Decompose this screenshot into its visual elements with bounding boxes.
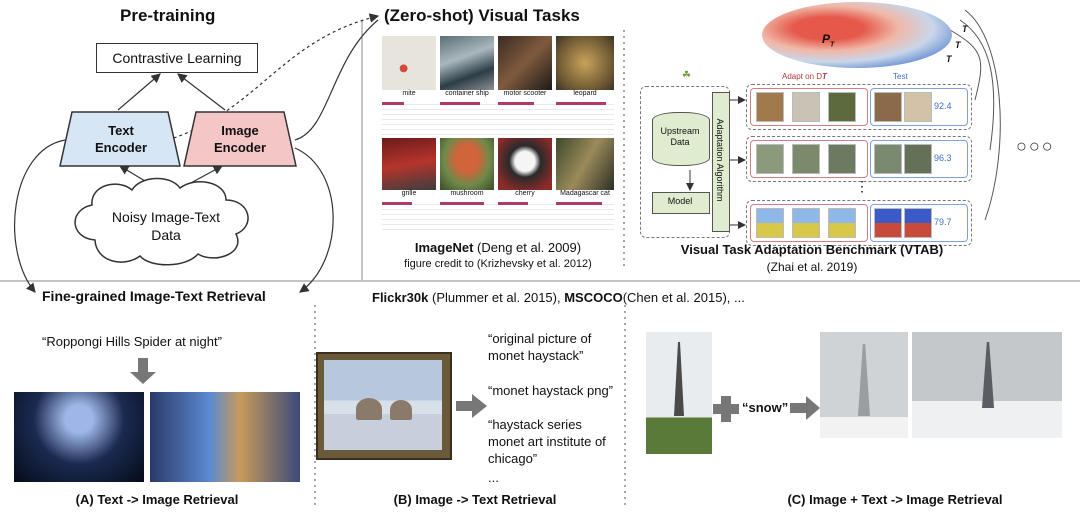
c-query-image: [646, 332, 712, 454]
more-tasks-dots: ○○○: [1016, 136, 1055, 156]
imagenet-label-7: Madagascar cat: [560, 190, 610, 197]
vtab-thumb-pet-1: [756, 92, 784, 122]
pretraining-title: Pre-training: [120, 6, 216, 25]
c-result-image-2: [912, 332, 1062, 438]
vtab-thumb-3d-3: [828, 208, 856, 238]
a-caption: (A) Text -> Image Retrieval: [75, 492, 239, 507]
c-result-image-1: [820, 332, 908, 438]
imagenet-grille-image: [382, 138, 436, 190]
imagenet-prob-bars-bottom: [382, 200, 614, 230]
vtab-cite: (Zhai et al. 2019): [766, 260, 858, 274]
zeroshot-title: (Zero-shot) Visual Tasks: [384, 6, 580, 25]
vtab-t-label-2: T: [946, 54, 952, 64]
retrieval-datasets: Flickr30k (Plummer et al. 2015), MSCOCO(…: [372, 290, 745, 305]
vtab-thumb-pet-2: [792, 92, 820, 122]
vtab-thumb-3d-test-2: [904, 208, 932, 238]
a-query-text: “Roppongi Hills Spider at night”: [42, 334, 222, 349]
vtab-score-3: 79.7: [934, 217, 952, 227]
vtab-algo-bar: [712, 92, 730, 232]
vtab-row-2: [746, 136, 972, 182]
vtab-algo-label: Adaptation Algorithm: [715, 118, 725, 202]
imagenet-prob-bars-top: [382, 100, 614, 136]
imagenet-figure: mite container ship motor scooter leopar…: [378, 34, 618, 230]
vtab-thumb-3d-test-1: [874, 208, 902, 238]
imagenet-label-0: mite: [402, 90, 416, 97]
contrastive-learning-box: Contrastive Learning: [96, 43, 258, 73]
c-text-word: “snow”: [742, 400, 789, 415]
vtab-pt-label: PT: [822, 32, 835, 49]
vtab-thumb-sat-2: [792, 144, 820, 174]
image-encoder-label: Image Encoder: [213, 123, 266, 155]
mscoco-cite: (Chen et al. 2015), ...: [622, 290, 745, 305]
vtab-model-box: [652, 192, 710, 214]
imagenet-label-4: grille: [401, 190, 417, 197]
text-encoder-label: Text Encoder: [94, 123, 147, 155]
a-result-image-1: [14, 392, 144, 482]
b-text-4: ...: [488, 470, 499, 485]
flickr30k-label: Flickr30k: [372, 290, 429, 305]
flickr30k-cite: (Plummer et al. 2015),: [428, 290, 565, 305]
imagenet-scooter-image: [498, 36, 552, 90]
vtab-test-box-3: [870, 204, 968, 242]
vtab-row-1: [746, 84, 972, 130]
imagenet-name: ImageNet: [414, 240, 474, 255]
vtab-test-label: Test: [893, 72, 908, 81]
vtab-model-label: Model: [667, 196, 693, 206]
vtab-landscape-surface: [762, 2, 952, 68]
vtab-thumb-sat-test-1: [874, 144, 902, 174]
imagenet-mushroom-image: [440, 138, 494, 190]
vtab-thumb-3d-2: [792, 208, 820, 238]
vtab-thumb-pet-test-1: [874, 92, 902, 122]
vtab-vertical-dots: ⋮: [855, 178, 869, 194]
vtab-upstream-db-icon: [652, 112, 710, 166]
vtab-leaf-icon: ☘: [682, 70, 691, 81]
contrastive-learning-label: Contrastive Learning: [112, 50, 242, 66]
vtab-thumb-sat-3: [828, 144, 856, 174]
vtab-adapt-box-3: [750, 204, 868, 242]
vtab-t-label-1: T: [955, 40, 961, 50]
vtab-adapt-box-1: [750, 88, 868, 126]
vtab-t-label-0: T: [962, 24, 968, 34]
vtab-thumb-3d-1: [756, 208, 784, 238]
vtab-score-2: 96.3: [934, 153, 952, 163]
imagenet-leopard-image: [556, 36, 614, 90]
noisy-data-label: Noisy Image-Text Data: [111, 209, 221, 243]
vtab-adapt-label: Adapt on DT: [782, 72, 827, 81]
vtab-adapt-box-2: [750, 140, 868, 178]
imagenet-credit: figure credit to (Krizhevsky et al. 2012…: [404, 258, 592, 270]
a-result-image-2: [150, 392, 300, 482]
vtab-score-1: 92.4: [934, 101, 952, 111]
imagenet-label-3: leopard: [573, 90, 597, 97]
imagenet-mite-image: [382, 36, 436, 90]
vtab-thumb-sat-1: [756, 144, 784, 174]
imagenet-madagascar-cat-image: [556, 138, 614, 190]
b-text-2: “monet haystack png”: [488, 383, 614, 398]
imagenet-caption: ImageNet (Deng et al. 2009): [378, 240, 618, 255]
c-caption: (C) Image + Text -> Image Retrieval: [787, 492, 1003, 507]
mscoco-label: MSCOCO: [564, 290, 623, 305]
vtab-test-box-1: [870, 88, 968, 126]
imagenet-label-1: container ship: [445, 90, 489, 97]
vtab-row-3: [746, 200, 972, 246]
vtab-title: Visual Task Adaptation Benchmark (VTAB): [680, 242, 944, 257]
retrieval-title: Fine-grained Image-Text Retrieval: [42, 288, 266, 304]
imagenet-label-5: mushroom: [450, 190, 484, 197]
imagenet-label-6: cherry: [515, 190, 535, 197]
vtab-upstream-label: Upstream Data: [660, 126, 700, 147]
imagenet-cite: (Deng et al. 2009): [473, 240, 582, 255]
vtab-thumb-pet-3: [828, 92, 856, 122]
imagenet-ship-image: [440, 36, 494, 90]
vtab-thumb-sat-test-2: [904, 144, 932, 174]
b-query-frame: [316, 352, 452, 460]
imagenet-label-2: motor scooter: [503, 90, 547, 97]
vtab-thumb-pet-test-2: [904, 92, 932, 122]
imagenet-cherry-image: [498, 138, 552, 190]
vtab-test-box-2: [870, 140, 968, 178]
b-text-1: “original picture of monet haystack”: [488, 331, 592, 363]
b-caption: (B) Image -> Text Retrieval: [393, 492, 557, 507]
b-query-painting: [324, 360, 442, 450]
b-text-3: “haystack series monet art institute of …: [488, 417, 606, 466]
